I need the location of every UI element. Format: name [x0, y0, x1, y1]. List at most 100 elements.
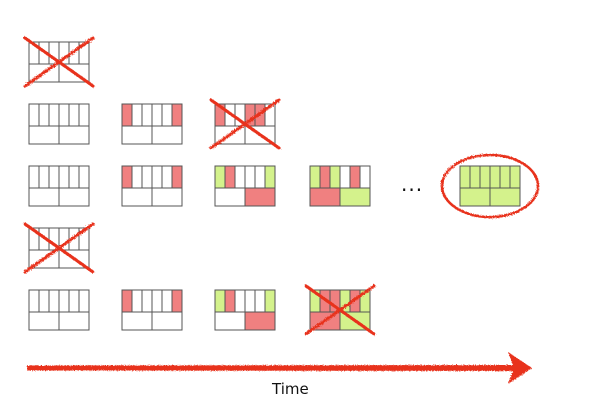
grid-cell — [171, 289, 183, 313]
grid-cell — [264, 289, 276, 313]
grid-cell — [28, 125, 60, 145]
grid-cell — [141, 165, 153, 189]
layout-grid — [28, 103, 90, 145]
layout-grid — [121, 289, 183, 331]
grid-cell — [359, 165, 371, 189]
grid-cell — [151, 125, 183, 145]
cross-stroke — [23, 222, 95, 274]
rejected-cross-mark — [23, 36, 95, 88]
grid-cell — [214, 187, 246, 207]
grid-cell — [151, 289, 163, 313]
ellipsis-text: ... — [401, 172, 424, 196]
grid-cell — [28, 187, 60, 207]
annotation-layer — [23, 36, 540, 336]
grid-cell — [151, 103, 163, 127]
solution-layout-grid — [459, 165, 521, 207]
grid-cell — [38, 103, 50, 127]
layout-grid — [28, 289, 90, 331]
grid-cell — [28, 103, 40, 127]
layout-grid — [121, 103, 183, 145]
grid-cell — [254, 289, 266, 313]
grid-cell — [68, 289, 80, 313]
grid-cell — [339, 187, 371, 207]
grid-cell — [244, 289, 256, 313]
grid-cell — [254, 165, 266, 189]
grid-cell — [171, 103, 183, 127]
grid-cell — [58, 187, 90, 207]
cross-stroke — [304, 284, 376, 336]
grid-cell — [121, 311, 153, 331]
grid-cell — [161, 289, 173, 313]
grid-cell — [151, 165, 163, 189]
grid-cell — [161, 165, 173, 189]
grid-cell — [214, 311, 246, 331]
grid-cell — [499, 165, 511, 189]
grid-cell — [214, 165, 226, 189]
rejected-cross-mark — [209, 98, 281, 150]
grid-cell — [121, 103, 133, 127]
grid-cell — [58, 311, 90, 331]
grid-cell — [469, 165, 481, 189]
layout-grid — [28, 165, 90, 207]
time-arrow-shaft — [27, 365, 518, 371]
grid-cell — [48, 165, 60, 189]
grid-cell — [509, 165, 521, 189]
time-arrow-head — [508, 352, 532, 384]
grid-cell — [131, 103, 143, 127]
grid-cell — [214, 289, 226, 313]
grid-cell — [48, 103, 60, 127]
grid-cell — [121, 165, 133, 189]
grid-cell — [329, 165, 341, 189]
grid-cell — [224, 165, 236, 189]
grid-cell — [78, 103, 90, 127]
time-arrow — [27, 352, 532, 384]
grid-cell — [489, 187, 521, 207]
grid-cell — [121, 125, 153, 145]
grid-cell — [78, 289, 90, 313]
grid-cell — [141, 289, 153, 313]
grid-cell — [58, 125, 90, 145]
grid-cell — [309, 187, 341, 207]
grid-cell — [339, 165, 351, 189]
grid-cell — [244, 165, 256, 189]
grid-cell — [131, 165, 143, 189]
grid-cell — [319, 165, 331, 189]
layout-grid — [121, 165, 183, 207]
grid-cell — [244, 311, 276, 331]
grid-cell — [151, 187, 183, 207]
grid-cell — [141, 103, 153, 127]
grid-cell — [58, 165, 70, 189]
grid-cell — [58, 103, 70, 127]
grid-cell — [28, 165, 40, 189]
grid-cell — [48, 289, 60, 313]
layout-grid — [309, 165, 371, 207]
grid-cell — [234, 289, 246, 313]
grid-cell — [121, 187, 153, 207]
grid-cell — [131, 289, 143, 313]
grid-cell — [28, 311, 60, 331]
time-axis-label: Time — [272, 380, 309, 398]
grid-cell — [78, 165, 90, 189]
layout-grid — [214, 165, 276, 207]
solution-highlight-ellipse — [440, 153, 540, 219]
cross-stroke — [23, 36, 95, 88]
grid-cell — [244, 187, 276, 207]
grid-cell — [38, 165, 50, 189]
grid-cell — [171, 165, 183, 189]
grid-cell — [68, 165, 80, 189]
grid-cell — [224, 289, 236, 313]
grid-cell — [479, 165, 491, 189]
grid-cell — [349, 165, 361, 189]
grid-layer — [28, 41, 521, 331]
grid-cell — [58, 289, 70, 313]
grid-cell — [28, 289, 40, 313]
grid-cell — [459, 165, 471, 189]
grid-cell — [459, 187, 491, 207]
grid-cell — [121, 289, 133, 313]
grid-cell — [264, 165, 276, 189]
rejected-cross-mark — [23, 222, 95, 274]
grid-cell — [151, 311, 183, 331]
grid-cell — [234, 165, 246, 189]
grid-cell — [309, 165, 321, 189]
grid-cell — [38, 289, 50, 313]
